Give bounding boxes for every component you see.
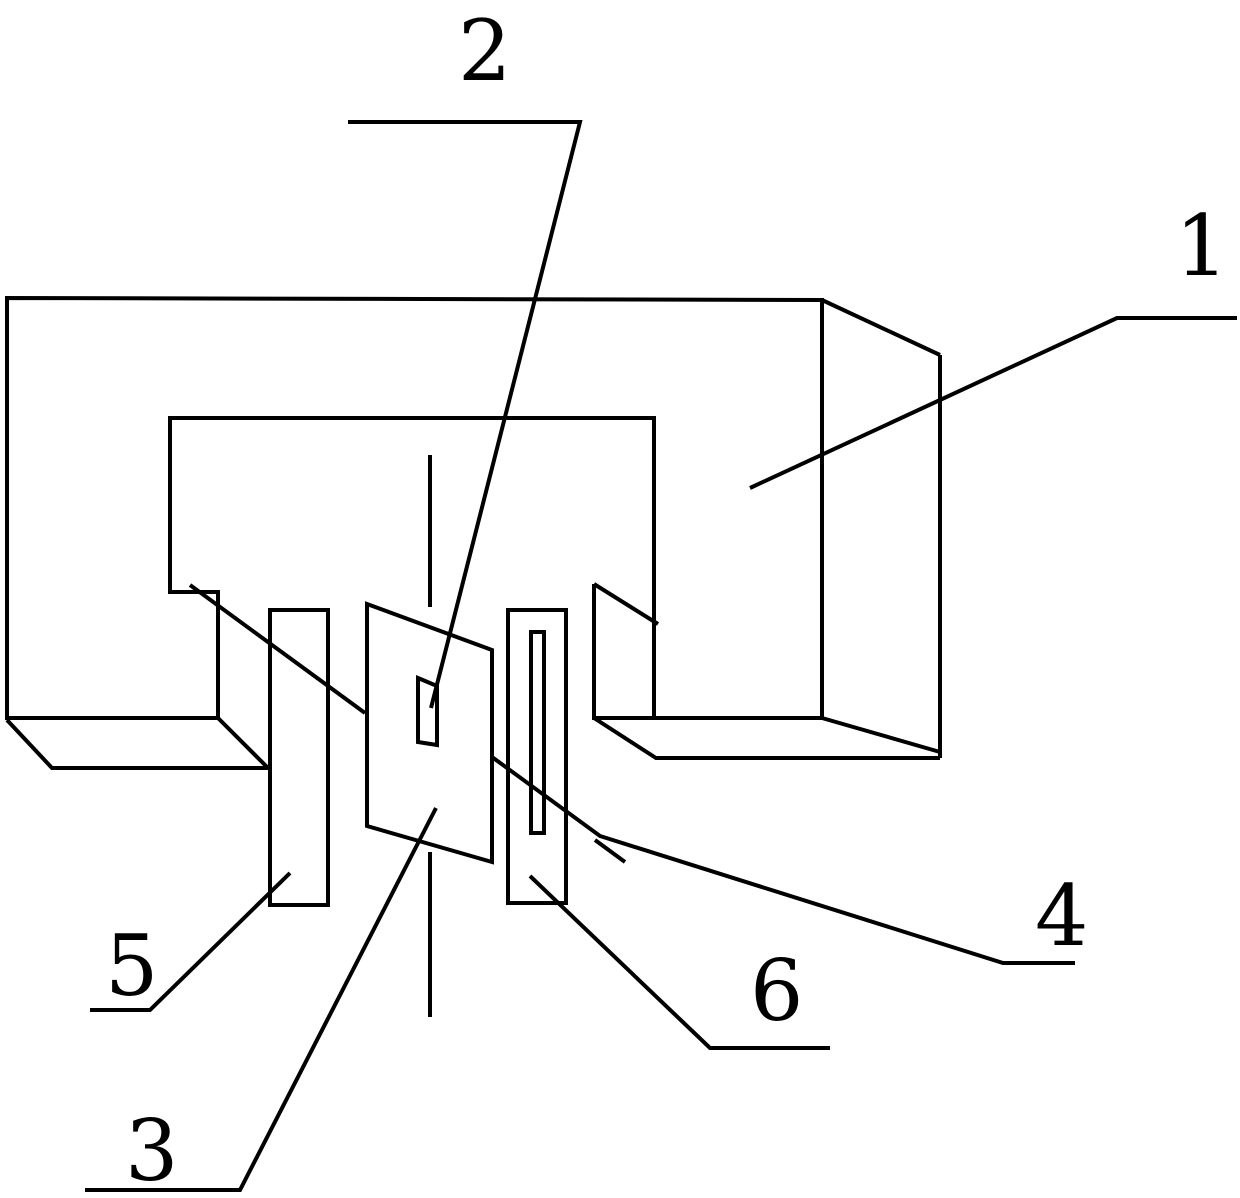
- sensor-chip-2: [416, 674, 439, 748]
- label-4: 4: [1035, 867, 1088, 965]
- label-1: 1: [1175, 197, 1228, 295]
- leader-lines: [85, 120, 1237, 1192]
- right-bar-6: [506, 608, 568, 905]
- cross-line-4: [188, 583, 1075, 965]
- label-3: 3: [125, 1102, 178, 1198]
- label-2: 2: [458, 2, 511, 100]
- c-shaped-core: [5, 295, 942, 770]
- left-bar-5: [268, 608, 330, 907]
- label-5: 5: [105, 917, 158, 1015]
- label-6: 6: [750, 942, 803, 1040]
